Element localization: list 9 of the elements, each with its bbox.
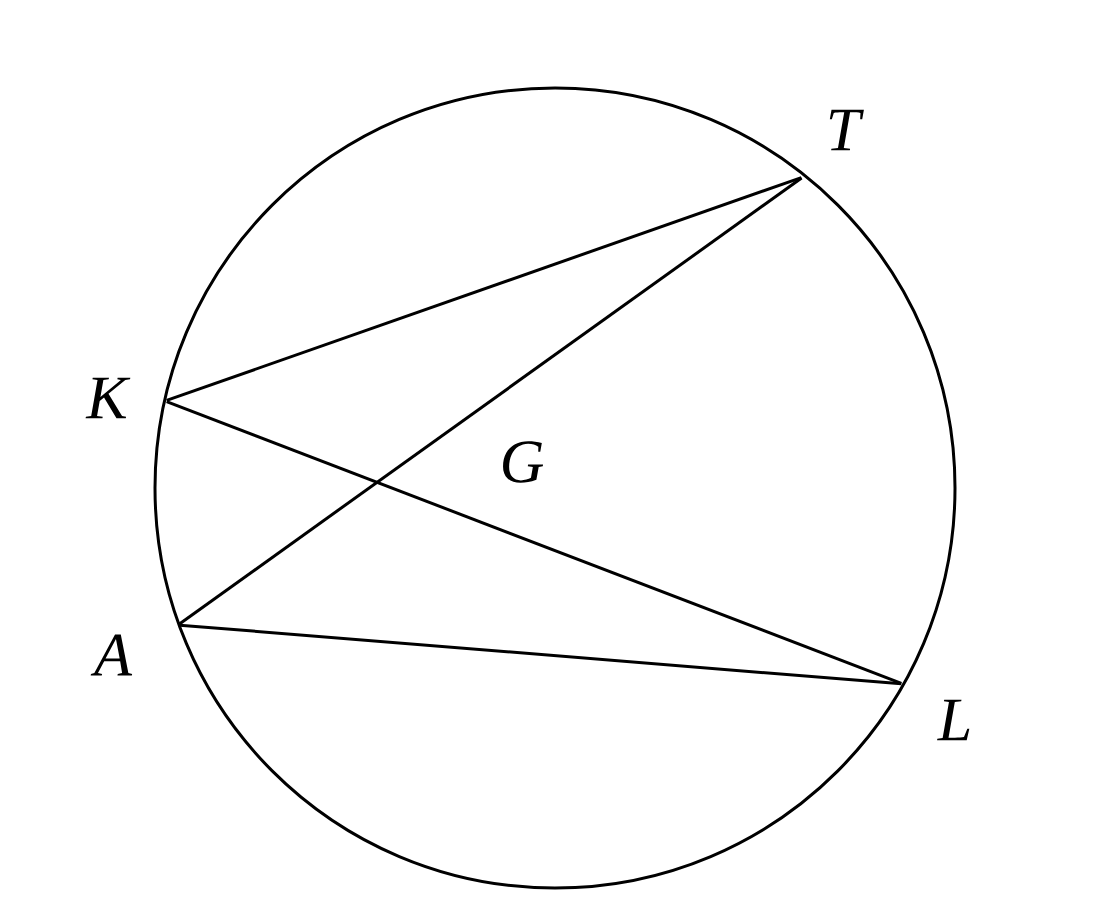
point-label: K: [85, 377, 131, 419]
line-segment: [178, 176, 803, 626]
point-label: L: [937, 699, 970, 741]
point-label: T: [829, 109, 864, 151]
point-label: G: [503, 441, 544, 483]
line-segment: [166, 176, 802, 402]
line-segment: [166, 400, 902, 685]
point-label: A: [90, 634, 133, 676]
line-segment: [179, 623, 902, 686]
